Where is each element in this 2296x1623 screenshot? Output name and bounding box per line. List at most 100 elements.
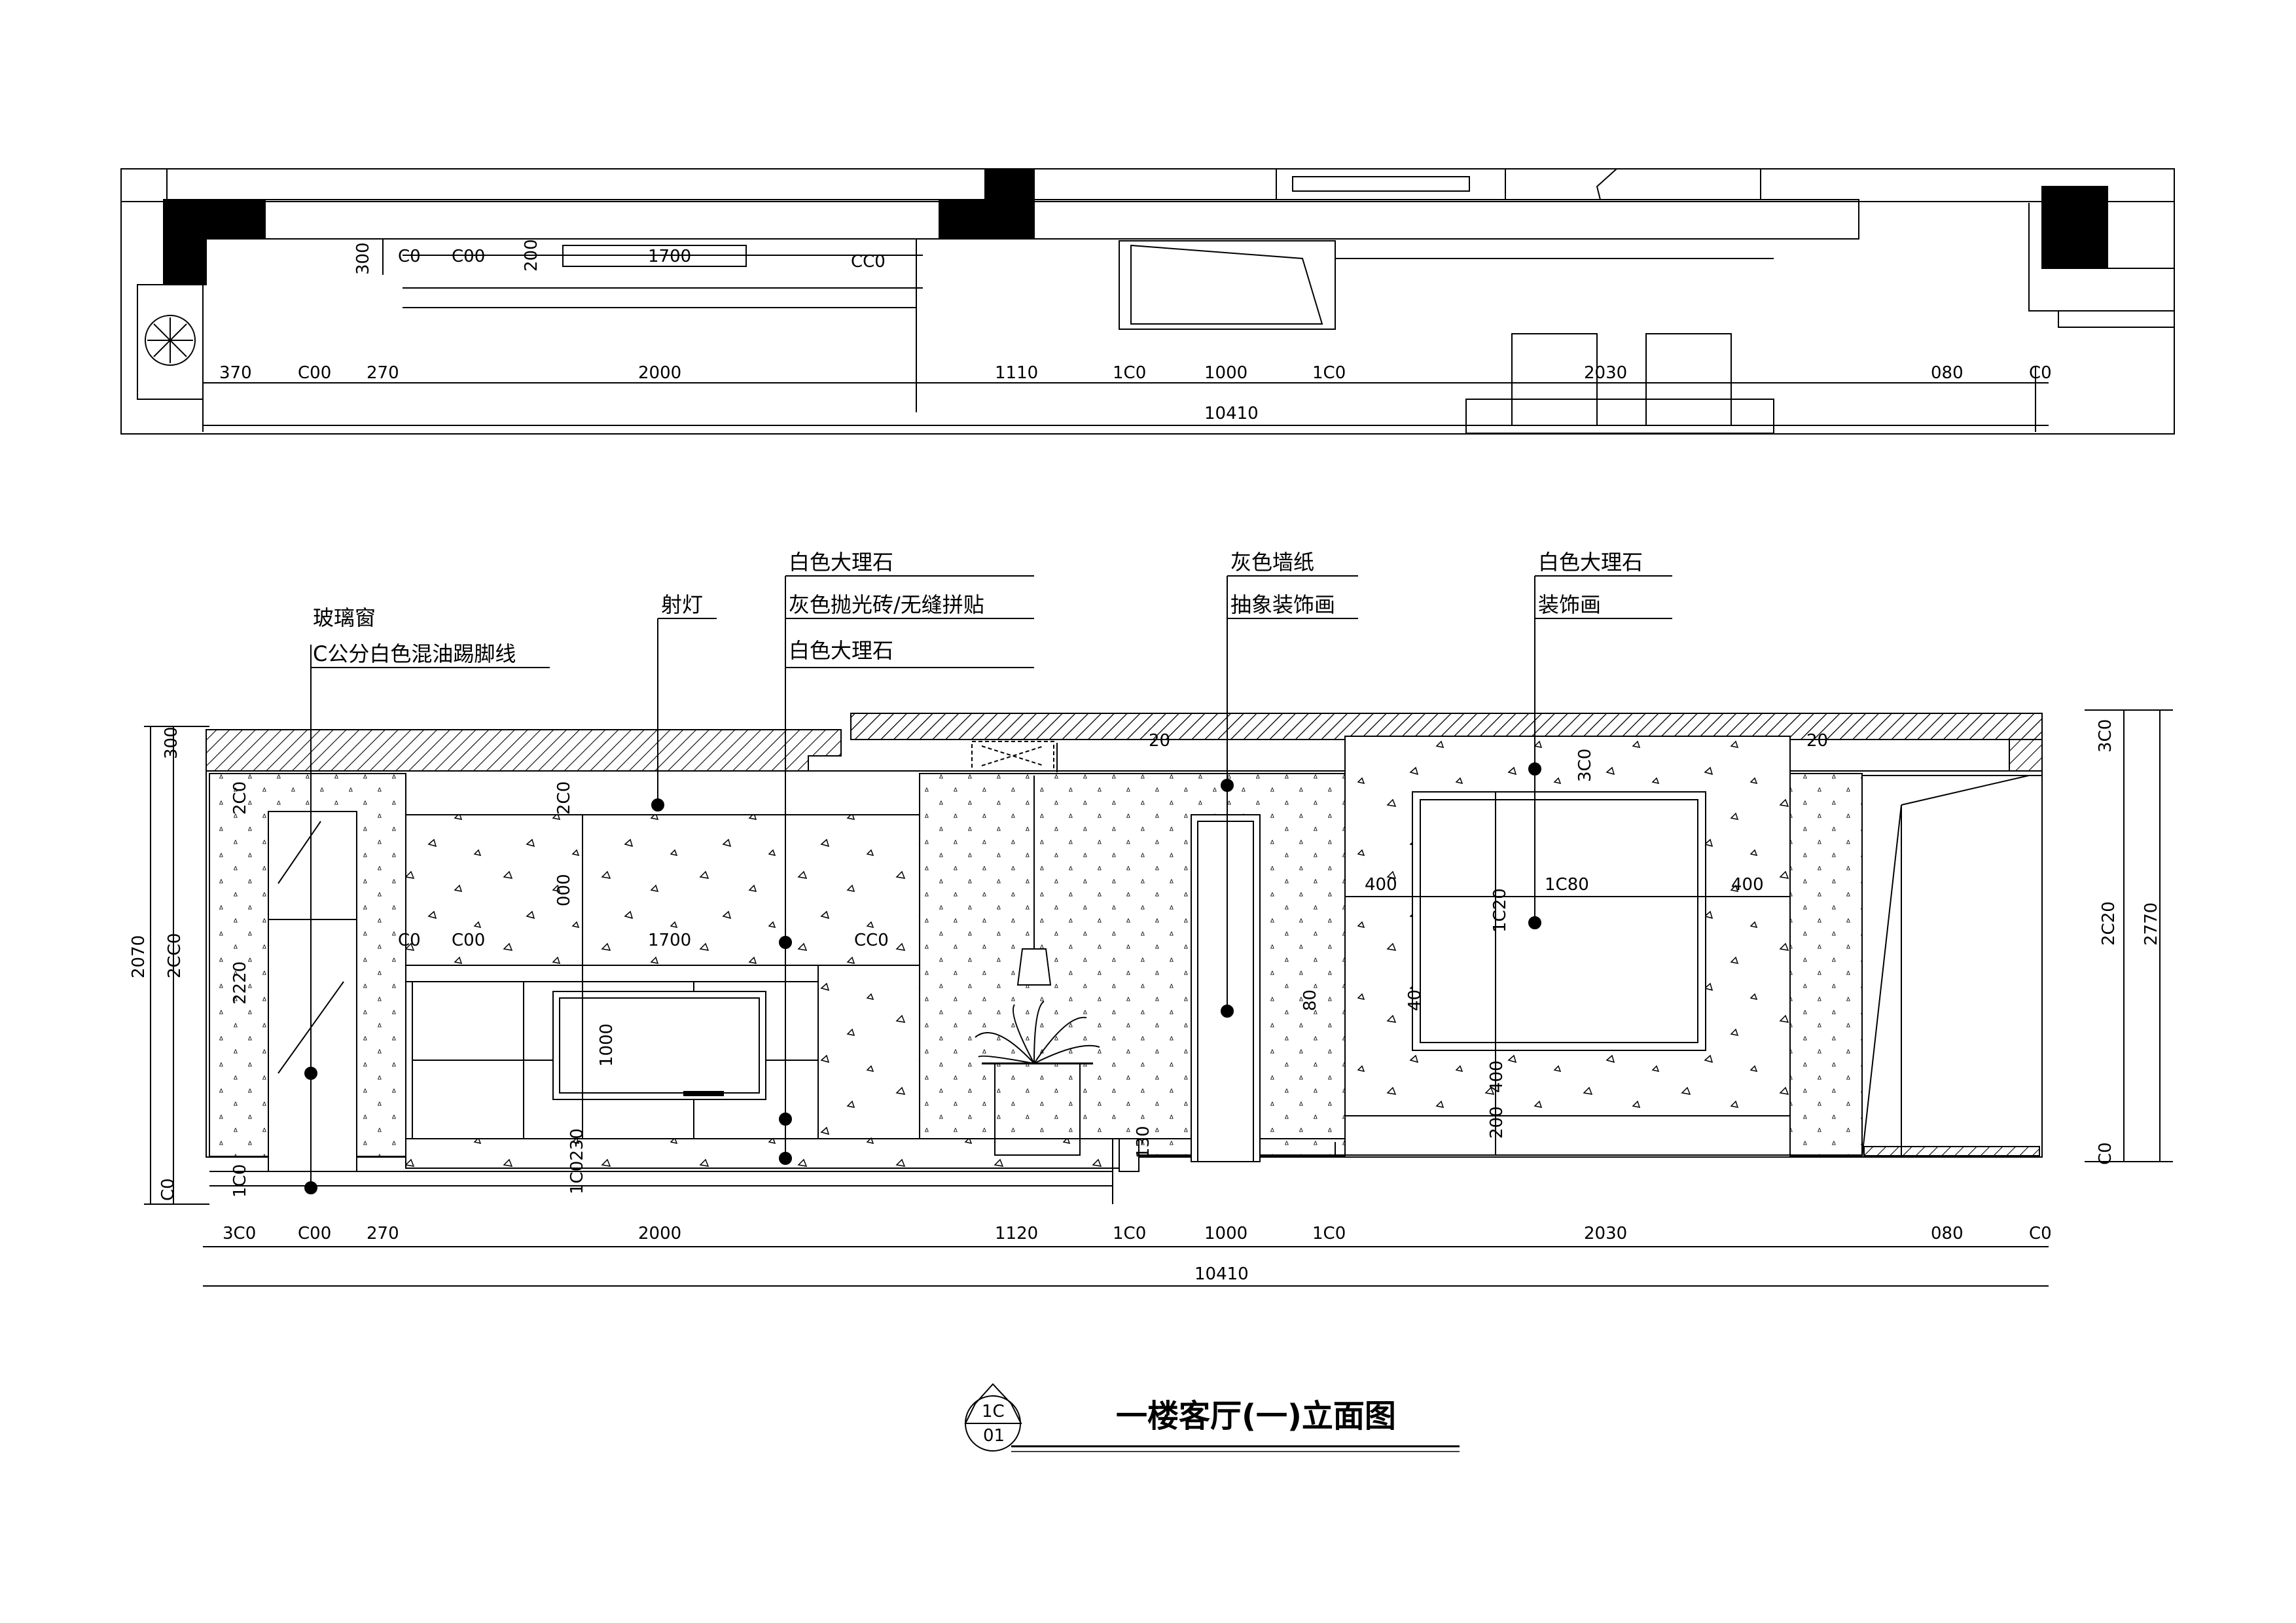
tv-wall-marble — [405, 814, 920, 966]
tv-screen — [552, 991, 766, 1100]
plan-dim-c0: C0 — [398, 247, 421, 266]
label-decor-painting: 装饰画 — [1538, 592, 1601, 617]
dim-1c80: 1C80 — [1545, 875, 1589, 895]
dim-c00-tv: C00 — [452, 931, 485, 950]
elev-dim-270: 270 — [367, 1224, 399, 1243]
plan-dim-1700: 1700 — [648, 247, 691, 266]
plan-chair-right — [1645, 333, 1732, 426]
door — [1191, 814, 1261, 1162]
plan-dim-total: 10410 — [1204, 404, 1259, 423]
decor-painting — [1412, 791, 1706, 1051]
elev-dim-c00: C00 — [298, 1224, 331, 1243]
dim-130: 130 — [1134, 1126, 1153, 1158]
elev-left-300: 300 — [162, 726, 181, 759]
dim-40: 40 — [1405, 990, 1425, 1011]
plan-dim-1000: 1000 — [1204, 363, 1247, 383]
plan-column-right — [2041, 186, 2108, 269]
label-glass-window: 玻璃窗 — [313, 605, 376, 630]
elevation-dimension-lines — [144, 709, 2173, 1287]
dim-2c0-left: 2C0 — [230, 781, 250, 815]
plan-dim-cc0: CC0 — [851, 252, 886, 272]
label-spotlight: 射灯 — [661, 592, 703, 617]
dim-400-right: 400 — [1731, 875, 1764, 895]
label-abstract-painting: 抽象装饰画 — [1230, 592, 1335, 617]
elev-right-2c20: 2C20 — [2099, 901, 2119, 946]
glass-window — [268, 811, 357, 1172]
label-grey-wallpaper: 灰色墙纸 — [1230, 550, 1314, 575]
dim-1c0230: 1C0230 — [567, 1128, 587, 1194]
elev-right-c0: C0 — [2096, 1142, 2115, 1165]
dim-3c0-painting: 3C0 — [1575, 749, 1595, 782]
tv-cabinet — [405, 1138, 1120, 1169]
elevation-dimensions: 3C0 C00 270 2000 1120 1C0 1000 1C0 2030 … — [129, 719, 2161, 1284]
pendant-lamp — [1016, 948, 1052, 986]
title-block: 1C 01 一楼客厅(一)立面图 — [964, 1383, 1460, 1452]
dim-200: 200 — [1487, 1106, 1507, 1139]
dim-20-a: 20 — [1149, 731, 1170, 751]
plan-dim-1110: 1110 — [995, 363, 1038, 383]
plan-dim-270: 270 — [367, 363, 399, 383]
elev-right-3c0: 3C0 — [2096, 719, 2115, 753]
dim-2c0-tv: 2C0 — [554, 781, 574, 815]
dim-1000-tv: 1000 — [597, 1024, 617, 1067]
elev-dim-c0: C0 — [2029, 1224, 2052, 1243]
drawing-title: 一楼客厅(一)立面图 — [1116, 1398, 1396, 1435]
dim-400-bottom: 400 — [1487, 1060, 1507, 1093]
plan-view — [120, 168, 2175, 435]
plant-plan-icon — [145, 315, 196, 366]
elev-dim-3c0: 3C0 — [223, 1224, 256, 1243]
plan-dim-2030: 2030 — [1584, 363, 1627, 383]
dim-000: 000 — [554, 874, 574, 906]
plan-dim-200: 200 — [522, 239, 541, 272]
elev-left-2cc0: 2CC0 — [165, 933, 185, 978]
plan-dim-300: 300 — [353, 242, 373, 275]
wallpaper-right — [1789, 773, 1863, 1157]
elev-dim-2030: 2030 — [1584, 1224, 1627, 1243]
plan-dim-c00: C00 — [452, 247, 485, 266]
dim-400-left: 400 — [1365, 875, 1397, 895]
label-grey-tile: 灰色抛光砖/无缝拼贴 — [789, 592, 984, 617]
dim-1700-tv: 1700 — [648, 931, 691, 950]
plan-dim-2000: 2000 — [638, 363, 681, 383]
plant-icon — [975, 1001, 1100, 1156]
plan-dim-1c0a: 1C0 — [1113, 363, 1146, 383]
leaders — [304, 575, 1672, 1194]
section-ref-bottom: 01 — [983, 1426, 1005, 1446]
elevation-view — [206, 713, 2043, 1204]
dim-20-b: 20 — [1806, 731, 1828, 751]
plan-dim-1c0b: 1C0 — [1312, 363, 1346, 383]
elev-dim-2000: 2000 — [638, 1224, 681, 1243]
dim-cc0-tv: CC0 — [854, 931, 889, 950]
plan-column-mid — [939, 199, 986, 240]
section-ref-top: 1C — [982, 1402, 1005, 1421]
material-labels: 玻璃窗 C公分白色混油踢脚线 射灯 白色大理石 灰色抛光砖/无缝拼贴 白色大理石… — [313, 550, 1643, 666]
plan-dim-080: 080 — [1931, 363, 1964, 383]
dim-c0-tv: C0 — [398, 931, 421, 950]
plan-frame — [120, 168, 2175, 435]
elev-right-2770: 2770 — [2142, 902, 2161, 946]
dim-80: 80 — [1300, 990, 1320, 1011]
label-baseboard: C公分白色混油踢脚线 — [313, 641, 516, 666]
side-wall — [1861, 775, 2043, 1158]
label-white-marble-3: 白色大理石 — [1538, 550, 1643, 575]
elev-left-2220: 2220 — [230, 961, 250, 1005]
elev-dim-080: 080 — [1931, 1224, 1964, 1243]
elev-dim-1c0a: 1C0 — [1113, 1224, 1146, 1243]
wallpaper-mid — [919, 773, 1346, 1157]
label-white-marble-2: 白色大理石 — [789, 638, 893, 663]
elev-dim-1c0b: 1C0 — [1312, 1224, 1346, 1243]
plan-column-left — [163, 199, 207, 285]
dim-1c20: 1C20 — [1490, 888, 1510, 933]
plan-dim-370: 370 — [219, 363, 252, 383]
elev-dim-1120: 1120 — [995, 1224, 1038, 1243]
label-white-marble-1: 白色大理石 — [789, 550, 893, 575]
elev-left-c0: C0 — [158, 1178, 178, 1201]
elev-left-1c0: 1C0 — [230, 1164, 250, 1198]
plan-dim-c0b: C0 — [2029, 363, 2052, 383]
elev-left-2070: 2070 — [129, 935, 149, 978]
elev-dim-1000: 1000 — [1204, 1224, 1247, 1243]
plan-dimensions: 300 C0 C00 200 1700 CC0 370 C00 270 2000… — [219, 239, 2052, 423]
elev-dim-total: 10410 — [1194, 1264, 1249, 1284]
plan-fireplace — [137, 284, 204, 400]
